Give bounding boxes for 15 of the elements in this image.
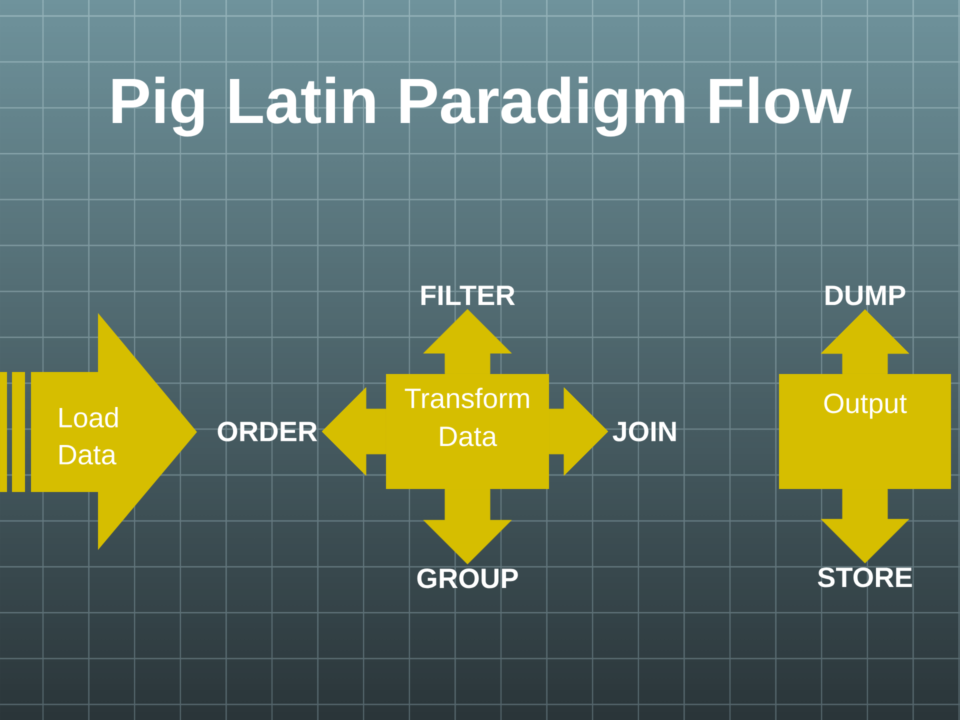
block-arrow [820, 489, 910, 564]
title: Pig Latin Paradigm Flow [112, 76, 852, 137]
operation-label: JOIN [612, 422, 676, 442]
block-arrow [820, 309, 910, 374]
operation-label: DUMP [826, 286, 906, 306]
operation-label: GROUP [417, 568, 518, 588]
process-box: Transform Data [386, 374, 549, 489]
operation-label: STORE [818, 567, 912, 588]
block-arrow [423, 489, 512, 564]
block-arrow [423, 309, 512, 374]
operation-label: ORDER [218, 422, 318, 442]
process-box: Output [779, 374, 951, 489]
operation-label: FILTER [421, 286, 515, 305]
block-arrow [549, 387, 608, 476]
block-arrow [322, 387, 386, 476]
